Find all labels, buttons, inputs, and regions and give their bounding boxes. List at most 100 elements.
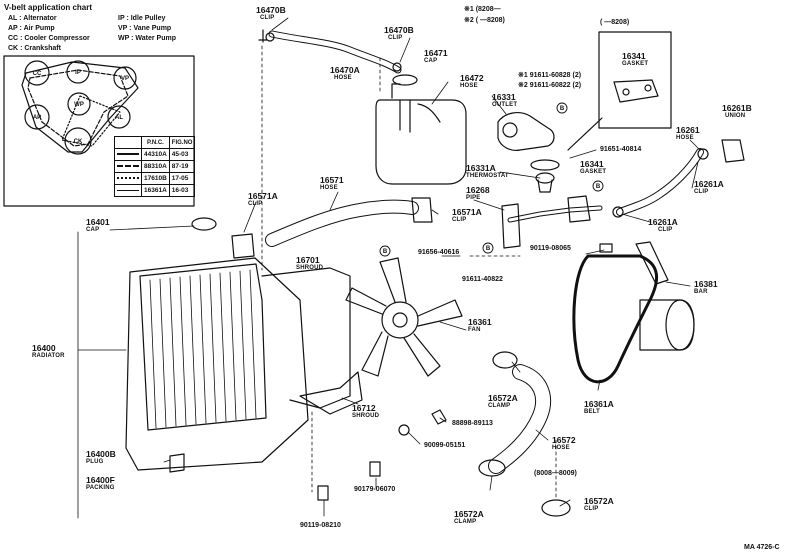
pulley-cc-label: CC [33,71,42,77]
clip-mark [258,29,268,43]
part-90119-08210 [317,485,329,501]
gasket-hole-1 [622,88,630,96]
thermostat-body [537,179,553,193]
outlet-neck [502,122,518,138]
label-90099: 90099-05151 [424,442,466,449]
union-16261b [721,139,745,163]
pipe-bracket [567,195,591,223]
clip-16261a-1 [697,148,709,160]
hose-16261-fill [617,149,703,215]
part-90119-08065 [599,243,613,253]
pulley-ck [64,127,92,155]
gasket-16341 [530,159,560,171]
pulley-cc [24,60,50,86]
table-header-pnc: P.N.C. [141,136,170,149]
pulley-wp [67,92,91,116]
pulley-al [107,105,131,129]
gasket-box [598,31,672,129]
radiator-body [125,257,309,471]
label-91611-1: ※1 91611-60828 (2) [518,72,582,79]
hose-16571-fill [266,200,418,246]
label-91611-40822: 91611-40822 [462,276,503,283]
radiator-cap-16401 [191,217,217,231]
legend-item-al: AL : Alternator [8,15,57,22]
clip-16470b-a [265,32,275,42]
legend-item-ip: IP : Idle Pulley [118,15,166,22]
part-90099 [398,424,410,436]
label-91651: 91651-40814 [600,146,642,153]
pulley-wp-label: WP [74,102,84,108]
note-box: ( —8208) [600,19,630,26]
legend-item-cc: CC : Cooler Compressor [8,35,90,42]
label-91656: 91656-40616 [418,249,460,256]
reserve-tank [375,99,467,185]
label-88898: 88898-89113 [452,420,493,427]
label-90179: 90179-06070 [354,486,396,493]
pulley-ip [66,60,90,84]
legend-item-vp: VP : Vane Pump [118,25,172,32]
clip-16261a-2 [612,206,624,218]
radiator-fins [149,269,257,429]
bolt-marker-4: B [486,246,491,252]
hose-16572-fill [489,365,551,473]
fan-hub [381,301,419,339]
leader-lines [77,17,701,519]
guide-lines [261,45,557,501]
label-91611-2: ※2 91611-60822 (2) [518,82,582,89]
bar-16381 [635,241,669,285]
cap-16471 [392,74,418,86]
pipe-16268-fill [508,206,602,222]
tank-neck [391,83,401,99]
legend-item-wp: WP : Water Pump [118,35,176,42]
gasket-16341-box [613,79,659,103]
shroud-16712 [299,371,363,415]
fan-center [392,312,408,328]
bolt-markers [379,102,604,257]
pipe-flange [501,203,521,249]
clip-16571a-right [411,197,433,223]
belt-16361a [572,254,659,384]
hose-16470a-fill [269,31,401,73]
clamp-16572a-top [492,351,518,369]
legend-title: V-belt application chart [4,3,93,12]
note-2: ※2 ( —8208) [464,17,505,24]
hose-16472 [417,103,441,123]
tank-tube [399,99,411,133]
pulley-ap [24,104,50,130]
clip-16572a [541,499,571,517]
bolt-marker-3: B [383,249,388,255]
drawing-number: MA 4726-C [744,544,780,551]
plug-16400b [169,453,185,473]
pulley-al-label: AL [115,115,123,121]
pulley-vp [113,66,137,90]
part-88898 [431,409,447,425]
shroud-16701 [261,267,351,409]
part-90179 [369,461,381,477]
